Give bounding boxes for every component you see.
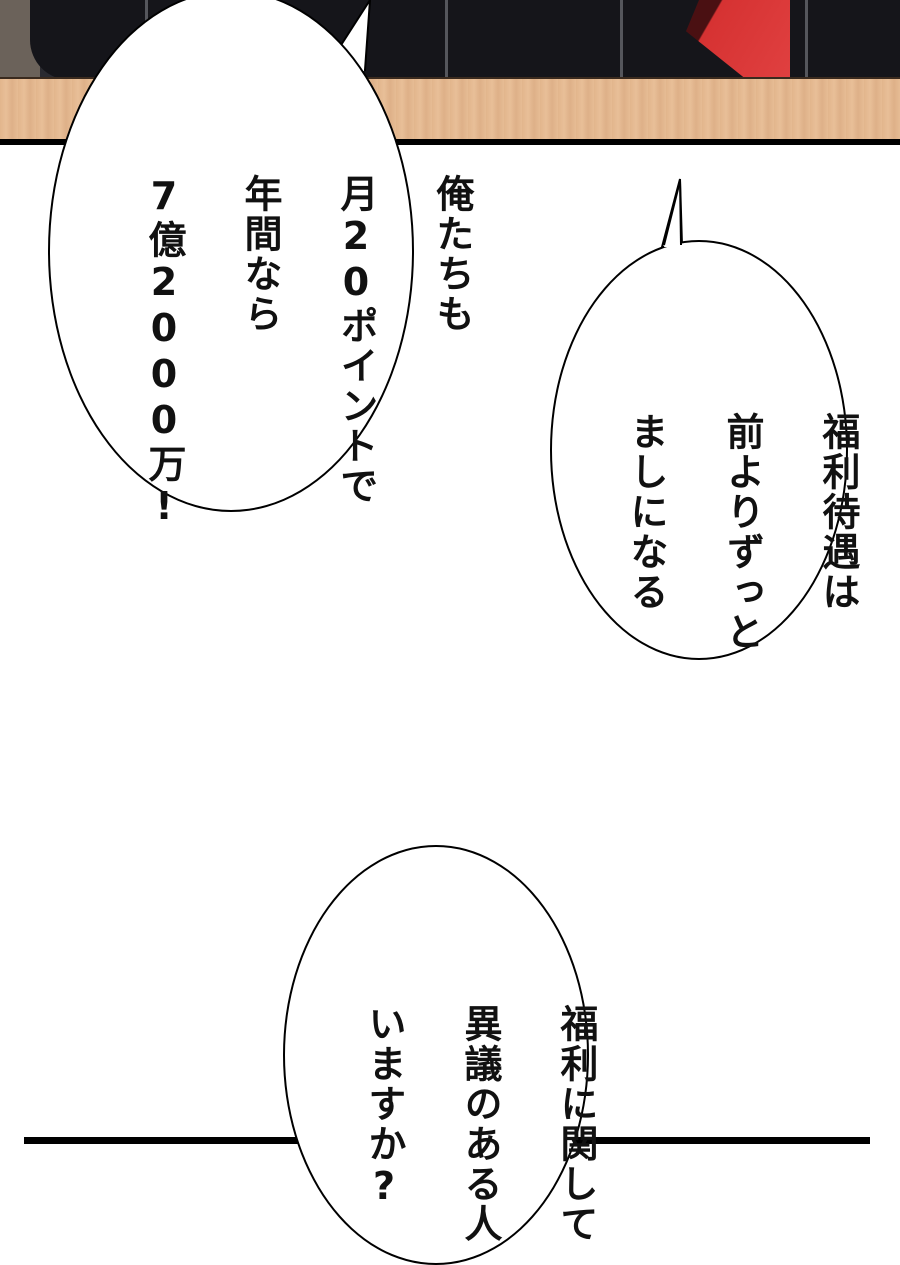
speech-bubble-2-text: 福利待遇は 前よりずっと ましになる <box>622 320 900 652</box>
jacket-zipper-line <box>445 0 448 78</box>
bubble-1-line-1: 俺たちも <box>430 174 474 334</box>
bubble-1-line-3: 年間なら <box>238 174 282 334</box>
bubble-3-line-2: 異議のある人 <box>458 1004 502 1244</box>
bubble-1-line-2: 月20ポイントで <box>334 174 378 506</box>
speech-bubble-1-text: 俺たちも 月20ポイントで 年間なら 7億2000万! <box>140 82 524 530</box>
bubble-2-line-3: ましになる <box>624 412 668 612</box>
bubble-3-line-3: いますか? <box>362 1004 406 1210</box>
speech-bubble-2 <box>550 240 848 660</box>
bubble-3-line-1: 福利に関して <box>554 1004 598 1244</box>
jacket-zipper-line <box>620 0 623 78</box>
bubble-2-line-2: 前よりずっと <box>720 412 764 652</box>
jacket-zipper-line <box>805 0 808 78</box>
speech-bubble-1 <box>48 0 414 512</box>
panel-border <box>0 139 900 145</box>
speech-bubble-3-text: 福利に関して 異議のある人 いますか? <box>360 912 648 1244</box>
bubble-2-line-1: 福利待遇は <box>816 412 860 612</box>
speech-bubble-tail-fill <box>663 180 682 247</box>
bubble-1-line-4: 7億2000万! <box>142 174 186 530</box>
character-jacket-center <box>360 0 690 80</box>
